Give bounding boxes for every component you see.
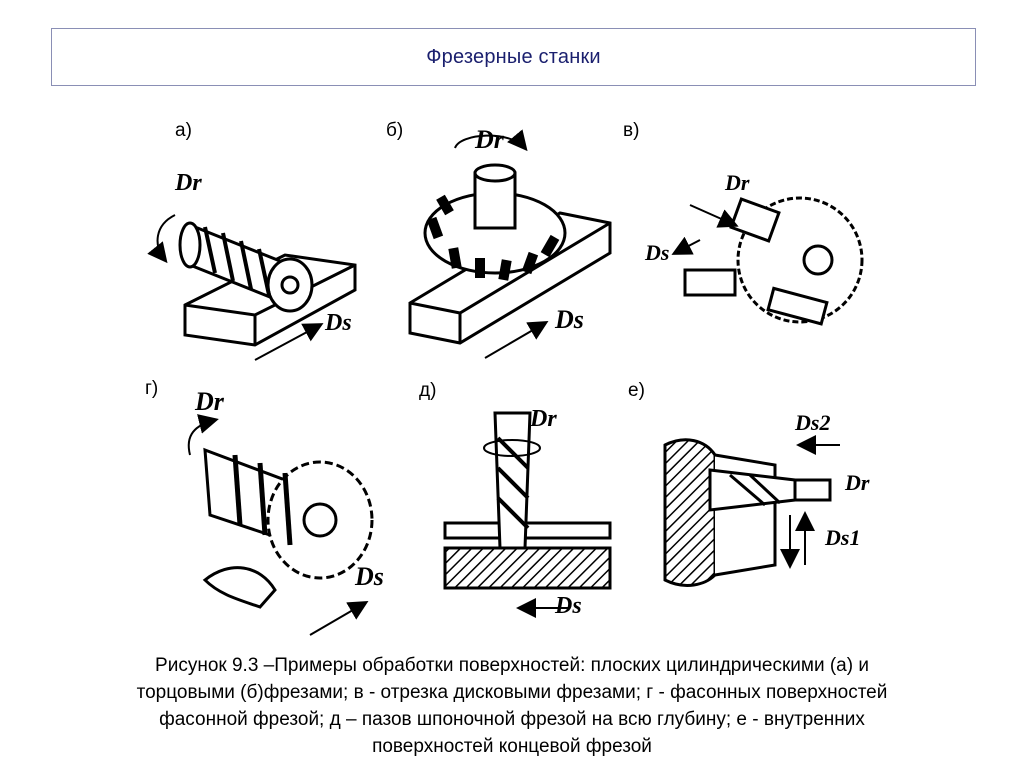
figure-caption: Рисунок 9.3 –Примеры обработки поверхнос… (20, 652, 1004, 760)
drawing-face-milling: Dr Ds (408, 125, 612, 359)
drawing-keyseat-milling: Dr Ds (443, 406, 612, 619)
caption-line-2: торцовыми (б)фрезами; в - отрезка дисков… (136, 682, 888, 703)
motion-label-ds-a: Ds (324, 310, 352, 336)
motion-label-dr-d: Dr (529, 406, 557, 432)
figure-label-g: г) (145, 378, 159, 399)
figure-label-v: в) (623, 120, 640, 141)
motion-label-dr-b: Dr (474, 125, 505, 154)
motion-label-ds2-e: Ds2 (794, 410, 830, 435)
figure-label-b: б) (386, 120, 404, 141)
motion-label-dr-g: Dr (194, 387, 225, 416)
motion-label-dr-a: Dr (174, 170, 202, 196)
figure-label-a: а) (175, 120, 192, 141)
motion-label-dr-v: Dr (724, 170, 750, 195)
drawing-cylindrical-milling: Dr Ds (147, 170, 357, 361)
caption-line-1: Рисунок 9.3 –Примеры обработки поверхнос… (155, 655, 869, 676)
drawing-disk-cutoff: Dr Ds (644, 170, 864, 326)
figure-label-e: е) (628, 380, 645, 401)
motion-label-ds-g: Ds (354, 562, 384, 591)
drawing-internal-milling: Ds2 Dr Ds1 (663, 410, 870, 587)
motion-label-ds-b: Ds (554, 305, 584, 334)
slide-title: Фрезерные станки (426, 45, 601, 68)
motion-label-ds-v: Ds (644, 240, 669, 265)
drawing-form-milling: Dr Ds (187, 387, 384, 636)
slide-title-box: Фрезерные станки (51, 28, 976, 86)
caption-line-3: фасонной фрезой; д – пазов шпоночной фре… (159, 709, 865, 730)
motion-label-ds1-e: Ds1 (824, 525, 860, 550)
caption-line-4: поверхностей концевой фрезой (372, 736, 652, 757)
figure-label-d: д) (419, 380, 437, 401)
motion-label-dr-e: Dr (844, 470, 870, 495)
motion-label-ds-d: Ds (554, 593, 582, 619)
